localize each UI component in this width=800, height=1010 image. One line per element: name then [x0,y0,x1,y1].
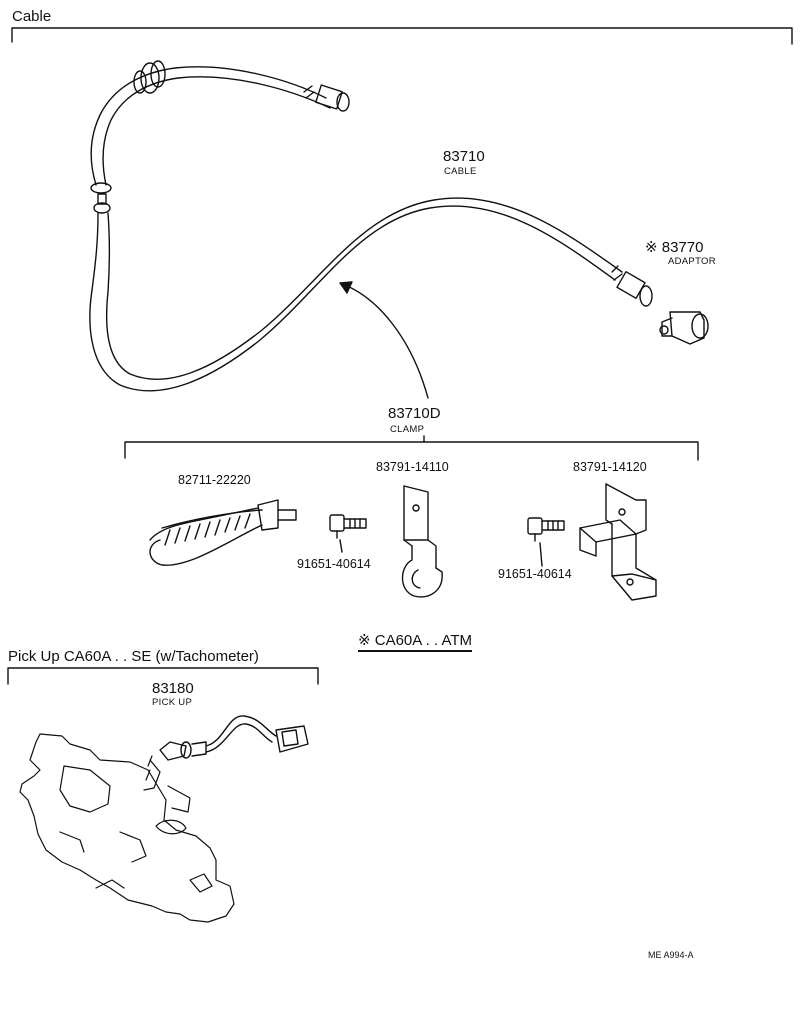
clamp-a-part-number: 83791-14110 [376,460,449,474]
pickup-part-number: 83180 [152,680,194,697]
bolt-a-part-number: 91651-40614 [297,557,371,571]
pickup-part-name: PICK UP [152,697,193,708]
pickup-sensor-part [159,715,309,761]
speedometer-cable [89,60,653,392]
clamp-b-part [579,483,657,601]
bolt-a-part [329,514,367,539]
adaptor-part-name: ADAPTOR [668,256,716,267]
cable-section-title: Cable [12,8,52,25]
clamp-arrow [344,284,429,399]
pickup-section-bracket [7,667,319,685]
bolt-a-leader [339,539,343,553]
cable-band-part [149,499,297,566]
clamp-group-bracket [124,441,699,461]
bolt-b-part [527,517,565,542]
atm-note: ※ CA60A . . ATM [358,631,472,652]
cable-section-bracket [11,27,793,45]
clamp-group-number: 83710D [388,405,441,422]
clamp-b-part-number: 83791-14120 [573,460,647,474]
bolt-b-leader [539,542,543,567]
adaptor-part [659,311,709,345]
cable-part-name: CABLE [444,166,477,177]
diagram-code: ME A994-A [648,950,694,960]
pickup-section-title: Pick Up CA60A . . SE (w/Tachometer) [8,648,259,665]
cable-part-number: 83710 [443,148,485,165]
band-part-number: 82711-22220 [178,473,251,487]
clamp-group-name: CLAMP [390,424,425,435]
bolt-b-part-number: 91651-40614 [498,567,572,581]
transmission-housing [19,733,235,923]
adaptor-part-number: ※ 83770 [645,239,704,256]
clamp-a-part [401,485,443,598]
